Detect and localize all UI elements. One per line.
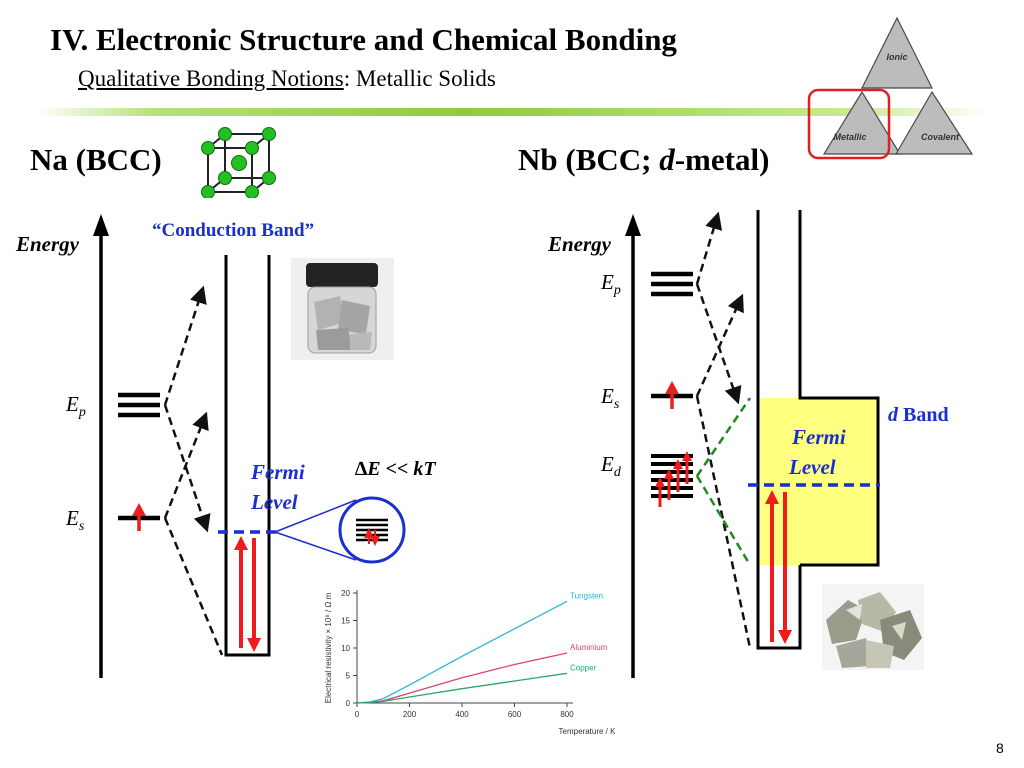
chart-background — [318, 583, 620, 743]
na-es-sub: s — [78, 519, 85, 535]
nb-es-label: Es — [601, 384, 619, 413]
na-es-electron-arrow — [132, 503, 146, 531]
nb-band-walls — [756, 210, 880, 650]
chart-x-label: Temperature / K — [559, 727, 617, 736]
na-es-main: E — [66, 506, 79, 530]
na-zoom-callout — [274, 496, 406, 564]
nb-ep-label: Ep — [601, 270, 621, 299]
metallic-highlight-box — [807, 88, 891, 160]
nb-filled-arrows — [765, 490, 792, 644]
nb-energy-label: Energy — [548, 232, 611, 256]
triangle-covalent — [894, 90, 974, 155]
nb-ed-electron-arrows — [655, 451, 692, 507]
nb-ed-sub: d — [613, 465, 621, 481]
subtitle-underlined: Qualitative Bonding Notions — [78, 66, 344, 91]
bcc-crystal-icon — [201, 127, 276, 198]
slide-subtitle: Qualitative Bonding Notions: Metallic So… — [78, 66, 496, 92]
na-dashed-arrows — [163, 285, 224, 656]
na-ep-label: Ep — [66, 392, 86, 421]
chart-x-tick-label: 0 — [355, 710, 360, 719]
nb-d-band-region — [760, 398, 878, 565]
triangle-ionic — [861, 16, 933, 89]
chart-x-tick-label: 400 — [455, 710, 469, 719]
d-band-label: d Band — [888, 404, 949, 427]
na-ep-sub: p — [78, 405, 86, 421]
na-band-walls — [224, 255, 271, 657]
triangle-metallic — [822, 90, 902, 155]
nb-ep-levels — [651, 271, 693, 297]
chart-y-tick-label: 0 — [346, 699, 351, 708]
chart-series-tungsten-label: Tungsten — [570, 591, 603, 600]
chart-series-copper-line — [356, 672, 568, 704]
na-ep-main: E — [66, 392, 79, 416]
d-band-italic: d — [888, 404, 898, 426]
chart-series-aluminium-label: Aluminium — [570, 643, 608, 652]
sodium-sample-photo — [291, 258, 394, 360]
nb-ed-main: E — [601, 452, 614, 476]
na-filled-arrows — [234, 536, 261, 652]
niobium-sample-photo — [822, 584, 924, 670]
na-fermi-label-line2: Level — [251, 490, 298, 514]
d-band-rest: Band — [898, 404, 949, 426]
nb-es-electron-arrow — [665, 381, 679, 409]
nb-fermi-label-line2: Level — [789, 455, 836, 479]
nb-es-main: E — [601, 384, 614, 408]
nb-es-sub: s — [613, 397, 620, 413]
nb-heading: Nb (BCC; d-metal) — [518, 142, 769, 178]
nb-fermi-label-line1: Fermi — [792, 425, 846, 449]
nb-ep-sub: p — [613, 283, 621, 299]
nb-heading-part2: -metal) — [674, 142, 770, 177]
header-divider — [38, 108, 988, 116]
chart-x-tick-label: 200 — [403, 710, 417, 719]
nb-ep-main: E — [601, 270, 614, 294]
nb-green-dashed-lines — [695, 397, 752, 566]
nb-ed-levels — [651, 454, 693, 498]
na-fermi-label-line1: Fermi — [251, 460, 305, 484]
na-ep-levels — [118, 392, 160, 418]
nb-energy-axis — [625, 214, 641, 678]
delta-e-label: ∆E << kT — [355, 458, 436, 480]
na-es-label: Es — [66, 506, 84, 535]
triangle-covalent-label: Covalent — [921, 132, 960, 142]
page-number: 8 — [996, 740, 1004, 756]
na-energy-label: Energy — [16, 232, 79, 256]
chart-y-tick-label: 20 — [341, 589, 350, 598]
nb-ed-label: Ed — [601, 452, 621, 481]
chart-y-tick-label: 15 — [341, 617, 350, 626]
chart-x-tick-label: 800 — [560, 710, 574, 719]
subtitle-rest: : Metallic Solids — [343, 66, 496, 91]
slide-title: IV. Electronic Structure and Chemical Bo… — [50, 22, 677, 57]
conduction-band-label: “Conduction Band” — [152, 220, 315, 241]
na-energy-axis — [93, 214, 109, 678]
triangle-ionic-label: Ionic — [886, 52, 907, 62]
bonding-triangle-diagram: Ionic Metallic Covalent — [807, 16, 974, 160]
chart-y-tick-label: 5 — [346, 672, 351, 681]
na-heading: Na (BCC) — [30, 142, 162, 177]
nb-heading-d: d — [659, 142, 675, 177]
chart-y-tick-label: 10 — [341, 644, 350, 653]
nb-dashed-arrows — [695, 211, 752, 649]
chart-y-label: Electrical resistivity × 10⁸ / Ω m — [324, 592, 333, 703]
nb-heading-part1: Nb (BCC; — [518, 142, 660, 177]
chart-x-tick-label: 600 — [508, 710, 522, 719]
triangle-metallic-label: Metallic — [833, 132, 866, 142]
chart-series-copper-label: Copper — [570, 663, 597, 672]
